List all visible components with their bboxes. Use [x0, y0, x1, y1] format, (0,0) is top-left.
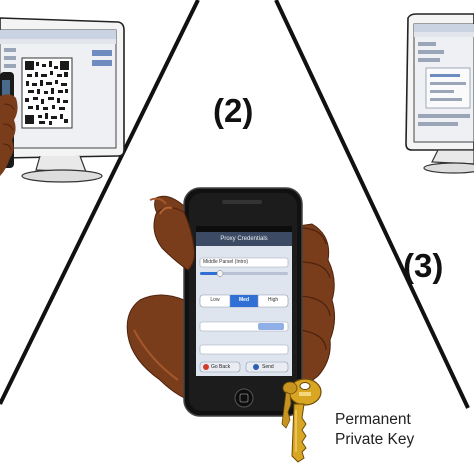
selected-segment-highlight	[230, 295, 258, 307]
phone-toggle	[258, 323, 284, 330]
key-caption-line-1: Permanent	[335, 411, 411, 428]
option-med: Med	[239, 297, 249, 303]
send-label: Send	[262, 364, 274, 370]
phone-field-value: Middle Parsel (Intro)	[203, 259, 249, 265]
step-3-label: (3)	[403, 247, 444, 284]
right-divider-line	[274, 0, 470, 409]
key-caption: Permanent Private Key	[335, 410, 414, 450]
right-monitor	[405, 13, 474, 174]
phone-title: Proxy Credentials	[220, 236, 268, 242]
send-icon	[253, 364, 259, 370]
thumb	[153, 206, 195, 271]
left-hand-phone	[0, 72, 18, 176]
option-high: High	[267, 297, 279, 303]
phone-text-field	[199, 344, 289, 355]
phone-field	[199, 257, 289, 268]
step-2-label: (2)	[213, 92, 254, 129]
go-back-button-shape	[199, 361, 241, 373]
key-caption-line-2: Private Key	[335, 431, 415, 448]
small-key-icon	[281, 381, 298, 429]
option-low: Low	[210, 297, 220, 303]
left-divider-line	[0, 0, 200, 405]
qr-code	[21, 57, 73, 129]
go-back-label: Go Back	[211, 364, 231, 370]
phone-slider-thumb	[216, 270, 224, 277]
phone-slider-fill	[200, 272, 220, 275]
go-back-icon	[203, 364, 209, 370]
